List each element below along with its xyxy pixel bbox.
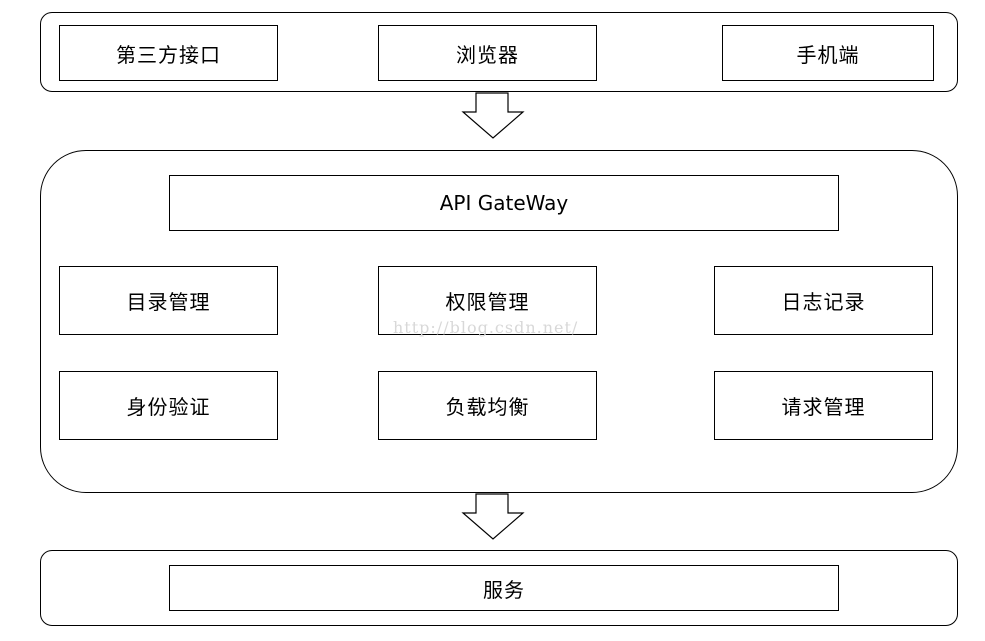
module-catalog-box: 目录管理	[59, 266, 278, 335]
watermark: http://blog.csdn.net/	[393, 318, 579, 337]
module-permission-box: 权限管理	[378, 266, 597, 335]
gateway-title-box: API GateWay	[169, 175, 839, 231]
module-load-balancing-box: 负载均衡	[378, 371, 597, 440]
module-request-management-box: 请求管理	[714, 371, 933, 440]
client-third-party-box: 第三方接口	[59, 25, 278, 81]
module-authentication-box: 身份验证	[59, 371, 278, 440]
service-box: 服务	[169, 565, 839, 611]
client-browser-box: 浏览器	[378, 25, 597, 81]
module-logging-box: 日志记录	[714, 266, 933, 335]
down-arrow-icon	[461, 493, 525, 540]
down-arrow-icon	[461, 92, 525, 139]
client-mobile-box: 手机端	[722, 25, 934, 81]
